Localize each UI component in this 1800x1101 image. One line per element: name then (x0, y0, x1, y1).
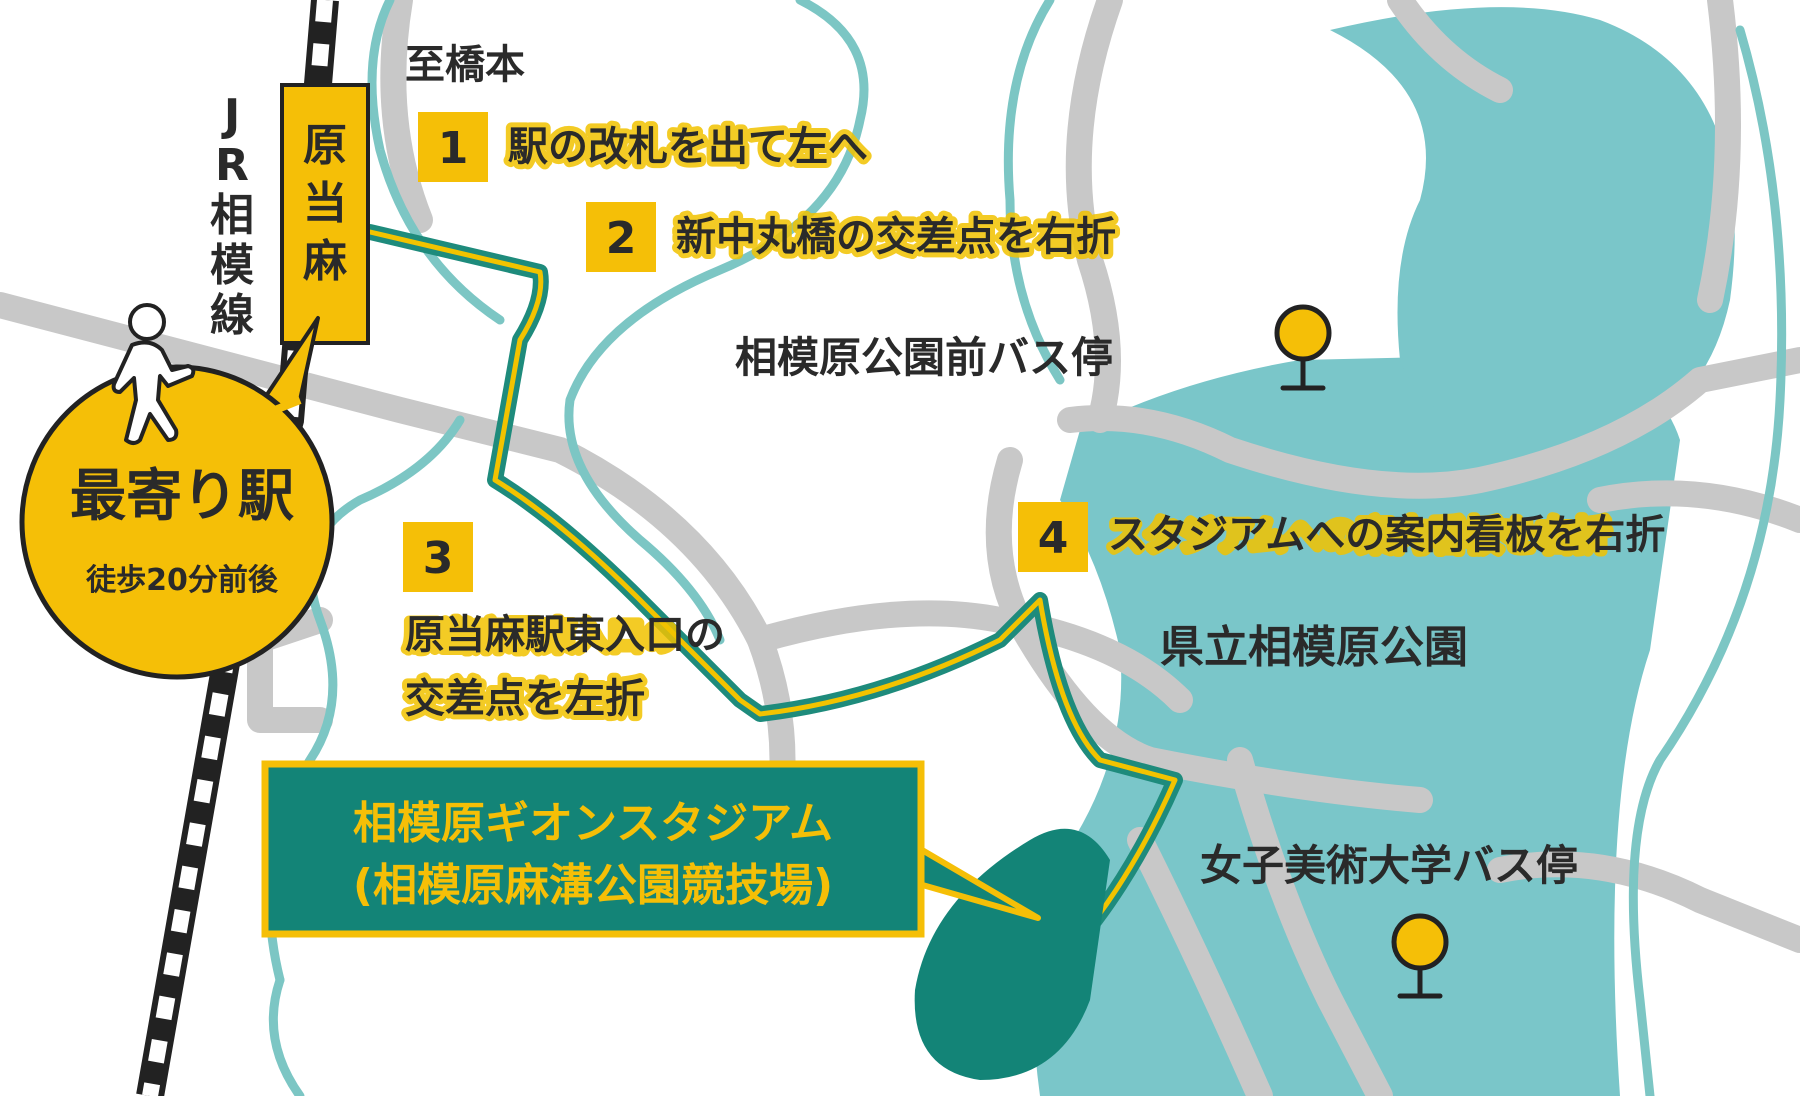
step-3: 3 原当麻駅東入口の 原当麻駅東入口の 交差点を左折 交差点を左折 (400, 522, 725, 727)
nearest-station-bubble: 最寄り駅 徒歩20分前後 (19, 303, 335, 680)
step-1-text-glow: 駅の改札を出て左へ (508, 124, 868, 170)
stadium-name-line1: 相模原ギオンスタジアム (353, 798, 833, 849)
step-1-text: 駅の改札を出て左へ (508, 124, 868, 170)
step-3-text-line1-glow: 原当麻駅東入口の (405, 617, 677, 657)
park-area (1033, 7, 1735, 1097)
step-4-text: スタジアムへの案内看板を右折 (1108, 512, 1665, 558)
rail-line-label-char: 模 (210, 240, 254, 291)
station-name-char-1: 原 (303, 120, 347, 171)
step-3-number: 3 (423, 533, 454, 584)
nearest-station-title: 最寄り駅 (70, 464, 294, 529)
step-1-number: 1 (438, 123, 469, 174)
bus-stop-2-label: 女子美術大学バス停 (1200, 841, 1578, 890)
stadium-callout: 相模原ギオンスタジアム (相模原麻溝公園競技場) (261, 760, 1041, 938)
step-2-text-glow: 新中丸橋の交差点を右折 (676, 214, 1116, 260)
walking-person-icon (111, 303, 196, 445)
step-2: 2 新中丸橋の交差点を右折 新中丸橋の交差点を右折 (586, 202, 1121, 272)
step-4-text-glow: スタジアムへの案内看板を右折 (1108, 516, 1609, 557)
bus-stop-pin-icon (1391, 913, 1449, 999)
step-4-number: 4 (1038, 513, 1069, 564)
rail-line-label-char: 相 (210, 190, 254, 241)
step-3-text-line2: 交差点を左折 (405, 676, 645, 722)
nearest-station-subtitle: 徒歩20分前後 (85, 563, 279, 598)
bus-stop-1-label: 相模原公園前バス停 (735, 333, 1113, 382)
step-3-text-line2-glow: 交差点を左折 (405, 676, 645, 722)
bus-stop-pin-icon (1274, 304, 1332, 391)
step-3-text-line1: 原当麻駅東入口の (405, 612, 725, 658)
station-name-char-3: 麻 (303, 236, 347, 287)
step-1: 1 駅の改札を出て左へ 駅の改札を出て左へ (418, 112, 873, 182)
bus-stop-sagamihara-park: 相模原公園前バス停 (735, 304, 1332, 391)
rail-line-label-char: R (215, 140, 249, 191)
stadium-shape (914, 828, 1110, 1080)
stadium-name-line2: (相模原麻溝公園競技場) (353, 860, 833, 911)
rail-line-label-char: 線 (210, 290, 254, 341)
walking-route (362, 224, 1183, 928)
direction-label: 至橋本 (405, 42, 525, 88)
station-name-char-2: 当 (303, 178, 347, 229)
rail-line-label-char: J (221, 90, 240, 141)
park-name: 県立相模原公園 (1160, 622, 1468, 673)
bus-stop-joshibi: 女子美術大学バス停 (1200, 841, 1578, 999)
station-sign: 原 当 麻 (280, 83, 370, 345)
step-2-number: 2 (606, 213, 637, 264)
step-2-text: 新中丸橋の交差点を右折 (676, 214, 1116, 260)
step-4: 4 スタジアムへの案内看板を右折 スタジアムへの案内看板を右折 (1018, 502, 1665, 572)
